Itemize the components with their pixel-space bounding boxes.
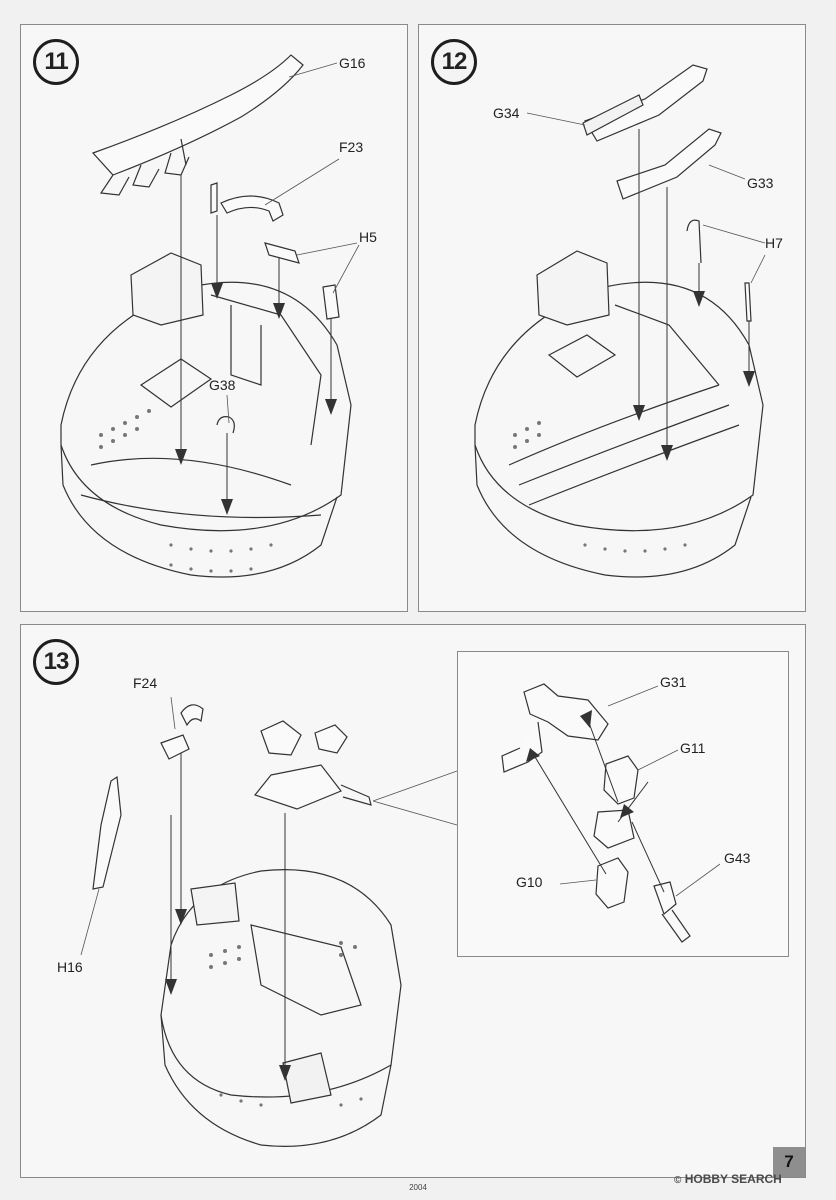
watermark-text: HOBBY SEARCH (684, 1172, 782, 1186)
step-13-number: 13 (33, 639, 79, 685)
watermark: © HOBBY SEARCH (674, 1172, 782, 1186)
label-f24: F24 (133, 675, 158, 691)
step-12-panel: 12 (418, 24, 806, 612)
label-g43: G43 (724, 850, 751, 866)
step-11-number: 11 (33, 39, 79, 85)
label-h7: H7 (765, 235, 783, 251)
step-13-drawing (80, 696, 458, 1147)
page-number: 7 (773, 1147, 805, 1177)
watermark-copyright-mark: © (674, 1175, 682, 1186)
label-g10: G10 (516, 874, 543, 890)
page-year: 2004 (409, 1183, 427, 1192)
label-g34: G34 (493, 105, 520, 121)
label-g31: G31 (660, 674, 687, 690)
label-h16: H16 (57, 959, 83, 975)
detail-drawing (501, 683, 721, 943)
step-11-panel: 11 (20, 24, 408, 612)
detail-inset: G31 G11 G43 G10 (457, 651, 789, 957)
label-h5: H5 (359, 229, 377, 245)
step-11-drawing (60, 54, 360, 578)
step-13-panel: 13 (20, 624, 806, 1178)
label-g16: G16 (339, 55, 366, 71)
step-12-drawing (474, 64, 766, 578)
step-12-number: 12 (431, 39, 477, 85)
label-g11: G11 (680, 740, 706, 756)
label-g33: G33 (747, 175, 774, 191)
label-g38: G38 (209, 377, 236, 393)
label-f23: F23 (339, 139, 364, 155)
